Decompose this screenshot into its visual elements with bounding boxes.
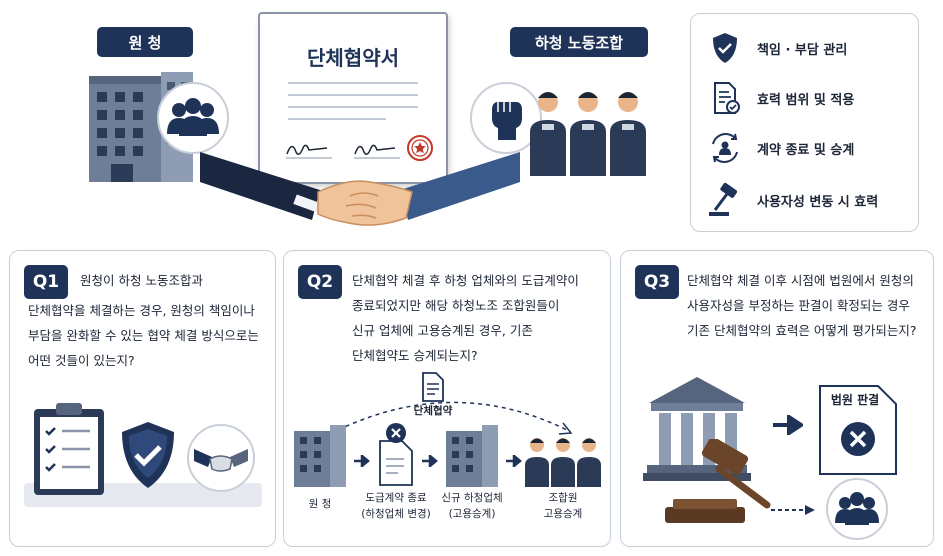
signature-icon — [286, 144, 332, 159]
gavel-icon — [665, 439, 771, 523]
question-line: 어떤 것들이 있는지? — [28, 353, 135, 368]
agreement-doc-label: 단체협약 — [413, 405, 453, 417]
shield-check-icon — [713, 33, 737, 63]
agreement-document-icon — [422, 372, 444, 402]
people-group-icon — [157, 82, 229, 154]
handshake-icon — [187, 424, 255, 492]
document-line — [288, 82, 418, 84]
principal-tag: 원 청 — [97, 27, 193, 57]
legend-item-label: 사용자성 변동 시 효력 — [757, 194, 879, 210]
signature-icon — [354, 144, 400, 159]
flow-step-label: 도급계약 종료 — [365, 492, 427, 504]
question-badge: Q3 — [635, 265, 679, 299]
principal-building-icon — [294, 425, 346, 487]
new-subcontractor-building-icon — [446, 425, 498, 487]
question-line: 신규 업체에 고용승계된 경우, 기존 — [352, 323, 533, 338]
arrow-right-icon — [354, 455, 370, 467]
legend-item: 효력 범위 및 적용 — [707, 78, 912, 118]
document-line — [288, 94, 418, 96]
flow-step-label: 신규 하청업체 — [441, 492, 503, 504]
collective-agreement-document: 단체협약서 — [258, 12, 448, 184]
question-line: 기존 단체협약의 효력은 어떻게 평가되는지? — [687, 323, 917, 338]
question-line: 종료되었지만 해당 하청노조 조합원들이 — [352, 298, 560, 313]
document-line — [288, 118, 386, 120]
flow-step-label: 고용승계 — [543, 508, 583, 520]
union-tag: 하청 노동조합 — [510, 27, 648, 57]
question-line: 사용자성을 부정하는 판결이 확정되는 경우 — [687, 298, 910, 313]
verdict-document-icon — [819, 385, 897, 475]
cycle-people-icon — [712, 133, 738, 163]
raised-fist-icon — [470, 82, 542, 154]
legend-box: 책임 · 부담 관리 효력 범위 및 적용 계약 종료 및 승계 사용자성 변동… — [690, 13, 919, 232]
flow-step-label: 조합원 — [548, 492, 578, 504]
question-line: 단체협약도 승계되는지? — [352, 348, 478, 363]
dashed-arrow-icon — [771, 505, 815, 515]
legend-item: 사용자성 변동 시 효력 — [707, 180, 912, 220]
people-group-icon — [826, 478, 888, 540]
seal-stamp-icon — [407, 135, 433, 161]
flow-step-label: (고용승계) — [448, 508, 496, 520]
legend-item: 계약 종료 및 승계 — [707, 128, 912, 168]
question-panel-q1: Q1 원청이 하청 노동조합과 단체협약을 체결하는 경우, 원청의 책임이나 … — [9, 250, 276, 547]
legend-item-label: 책임 · 부담 관리 — [757, 42, 848, 58]
shield-check-icon — [122, 422, 174, 488]
handshake-icon — [200, 152, 520, 226]
question-panel-q3: Q3 단체협약 체결 이후 시점에 법원에서 원청의 사용자성을 부정하는 판결… — [620, 250, 934, 547]
question-line: 단체협약을 체결하는 경우, 원청의 책임이나 — [28, 303, 255, 318]
document-line — [288, 106, 418, 108]
union-members-icon — [525, 438, 601, 487]
document-title: 단체협약서 — [307, 46, 399, 70]
arrow-right-icon — [773, 415, 803, 435]
question-badge: Q1 — [24, 265, 68, 299]
arrow-right-icon — [422, 455, 438, 467]
flow-step-label: 원 청 — [308, 498, 332, 510]
legend-item-label: 계약 종료 및 승계 — [757, 142, 855, 158]
succession-arc — [323, 401, 573, 438]
question-first-line: 단체협약 체결 이후 시점에 법원에서 원청의 — [687, 273, 914, 288]
gavel-icon — [709, 182, 738, 216]
question-badge: Q2 — [298, 265, 342, 299]
document-check-icon — [714, 82, 740, 114]
question-first-line: 원청이 하청 노동조합과 — [80, 273, 203, 288]
union-workers-icon — [530, 92, 646, 176]
flow-step-label: (하청업체 변경) — [361, 508, 431, 520]
verdict-label: 법원 판결 — [830, 393, 880, 407]
checklist-clipboard-icon — [34, 403, 104, 495]
legend-item-label: 효력 범위 및 적용 — [757, 92, 855, 108]
question-line: 부담을 완화할 수 있는 협약 체결 방식으로는 — [28, 328, 259, 343]
arrow-right-icon — [506, 455, 522, 467]
worker — [530, 92, 566, 176]
terminated-contract-icon — [379, 423, 413, 486]
legend-item: 책임 · 부담 관리 — [707, 28, 912, 68]
question-first-line: 단체협약 체결 후 하청 업체와의 도급계약이 — [352, 273, 579, 288]
question-panel-q2: Q2 단체협약 체결 후 하청 업체와의 도급계약이 종료되었지만 해당 하청노… — [283, 250, 611, 547]
